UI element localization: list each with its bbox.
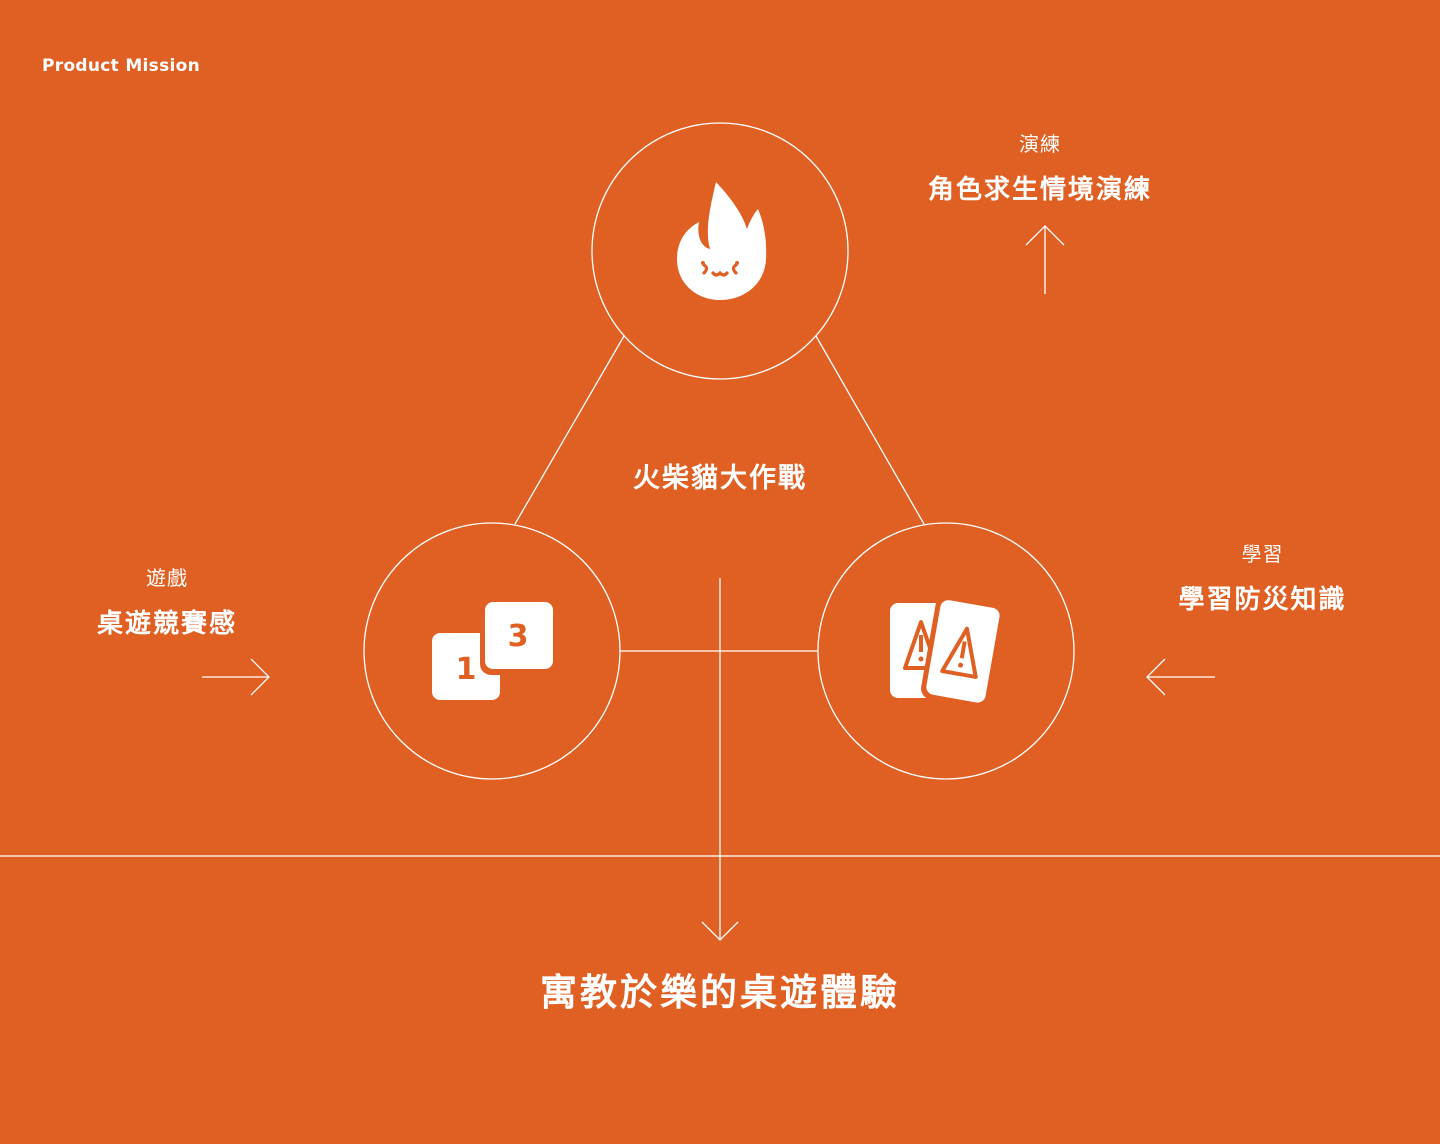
card-number-front: 3	[508, 619, 529, 654]
practice-category: 演練	[1019, 132, 1061, 156]
game-title: 桌遊競賽感	[96, 609, 237, 639]
practice-title: 角色求生情境演練	[927, 175, 1152, 205]
practice-arrow-head	[1025, 225, 1065, 246]
product-title: 火柴貓大作戰	[633, 463, 807, 494]
game-label: 遊戲 桌遊競賽感	[42, 562, 292, 640]
learn-title: 學習防災知識	[1178, 585, 1347, 615]
circle-game	[363, 522, 621, 780]
warning-cards-icon	[890, 594, 1005, 708]
learn-label: 學習 學習防災知識	[1130, 538, 1395, 616]
circle-practice	[591, 122, 849, 380]
section-label: Product Mission	[42, 56, 201, 76]
circle-learn	[817, 522, 1075, 780]
result-title: 寓教於樂的桌遊體驗	[540, 971, 900, 1014]
learn-arrow-head	[1146, 658, 1166, 696]
number-cards-icon: 1 3	[432, 597, 559, 700]
flame-mascot-icon	[677, 182, 767, 300]
practice-label: 演練 角色求生情境演練	[900, 128, 1180, 206]
learn-category: 學習	[1241, 542, 1284, 566]
game-category: 遊戲	[146, 566, 188, 590]
result-arrow-head	[701, 921, 739, 941]
card-number-back: 1	[456, 652, 477, 687]
connector-top-left	[514, 335, 625, 525]
game-arrow-head	[250, 658, 270, 696]
connector-top-right	[815, 335, 925, 525]
